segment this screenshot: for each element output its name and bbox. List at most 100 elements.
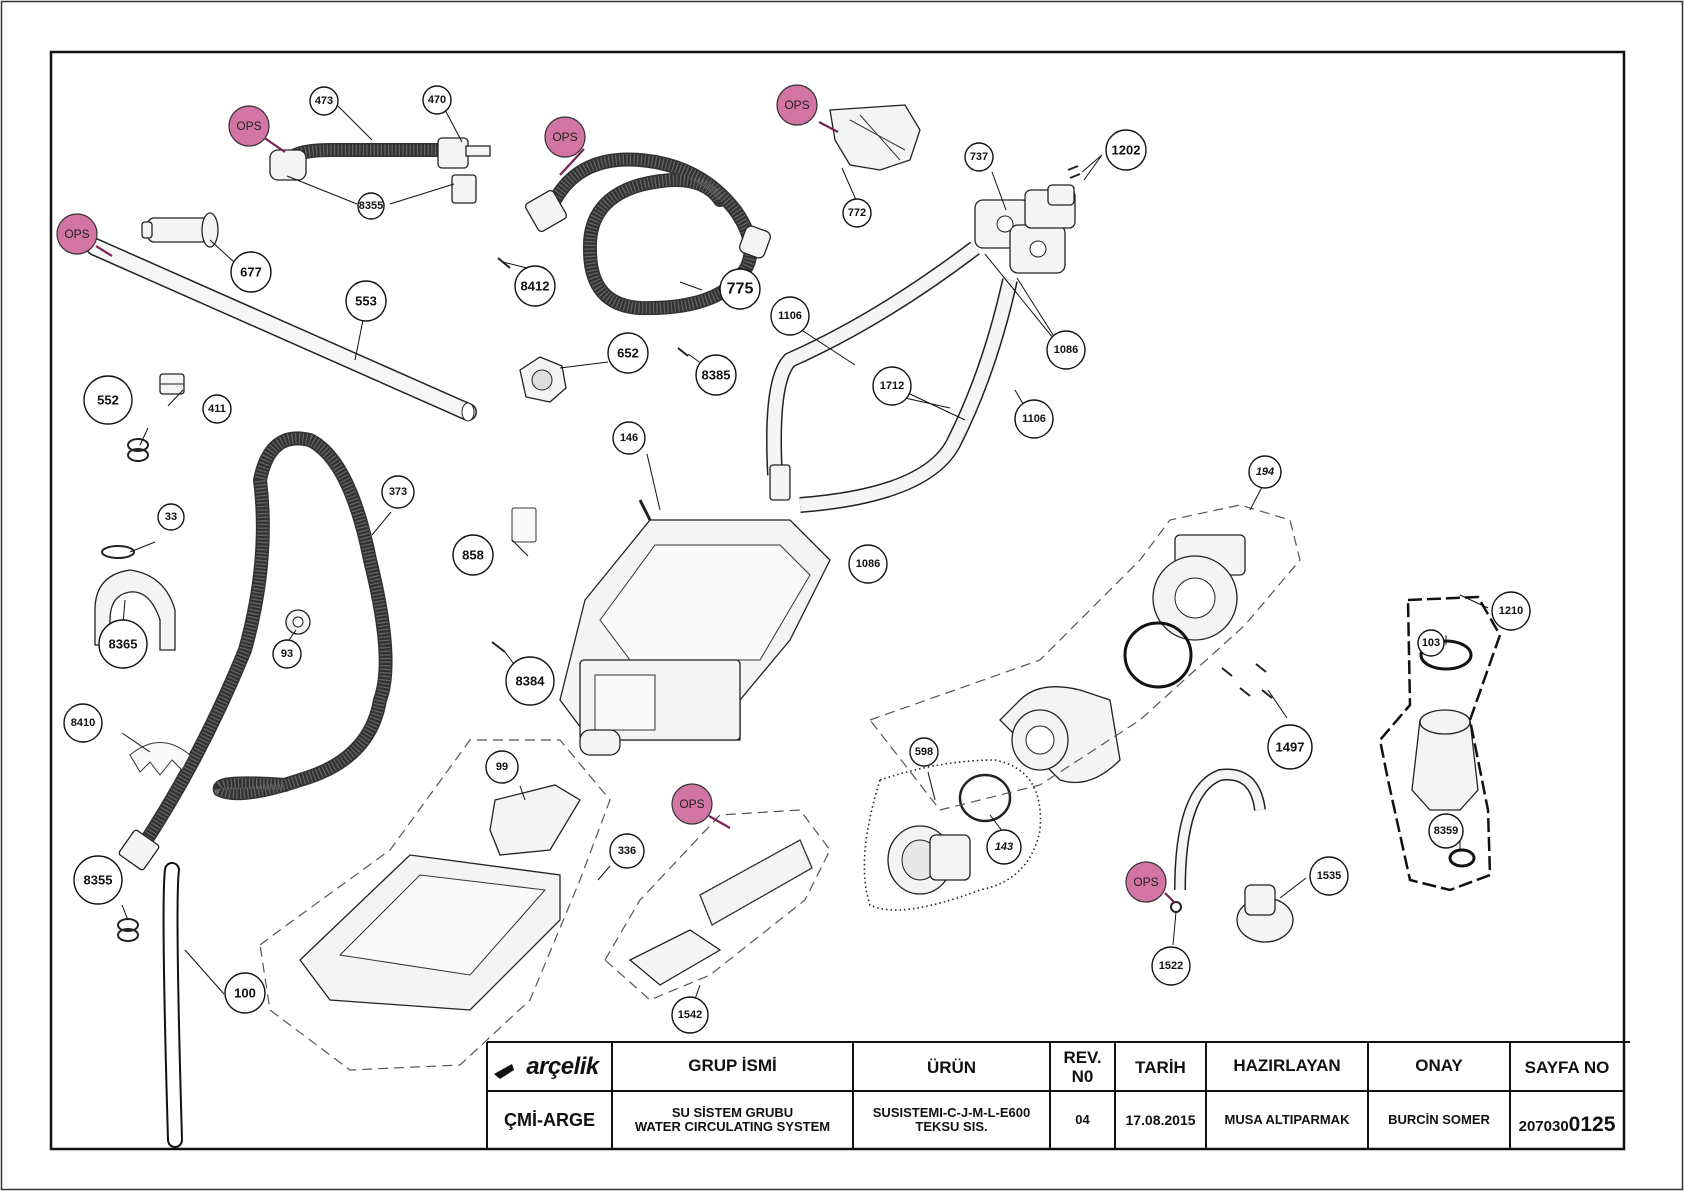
group-194-outline xyxy=(869,504,1301,811)
header-rev-line2: N0 xyxy=(1071,1067,1094,1086)
header-group-name: GRUP İSMİ xyxy=(688,1056,777,1075)
callout-772: 772 xyxy=(842,198,872,228)
group-336-outline xyxy=(259,739,611,1071)
callout-194: 194 xyxy=(1248,455,1282,489)
callout-1522: 1522 xyxy=(1151,946,1191,986)
callout-8384: 8384 xyxy=(505,656,555,706)
product-desc: TEKSU SIS. xyxy=(915,1119,988,1134)
brand-logo-text: arçelik xyxy=(526,1053,599,1080)
callout-1712: 1712 xyxy=(872,366,912,406)
svg-text:8355: 8355 xyxy=(84,873,113,888)
svg-text:552: 552 xyxy=(97,393,119,408)
svg-text:411: 411 xyxy=(208,403,226,415)
svg-text:1106: 1106 xyxy=(778,310,802,322)
svg-text:858: 858 xyxy=(462,548,484,563)
svg-text:1202: 1202 xyxy=(1112,143,1141,158)
part-1106-valve-hoses xyxy=(766,241,1018,513)
callout-652: 652 xyxy=(607,332,649,374)
header-rev-no: REV. N0 xyxy=(1050,1044,1115,1090)
callout-146: 146 xyxy=(612,421,646,455)
callout-8410: 8410 xyxy=(63,703,103,743)
svg-text:652: 652 xyxy=(617,346,639,361)
group-name-tr: SU SİSTEM GRUBU xyxy=(671,1105,794,1120)
ops-badge-553: OPS xyxy=(56,213,98,255)
svg-text:470: 470 xyxy=(428,94,446,106)
callout-103: 103 xyxy=(1417,629,1445,657)
svg-text:194: 194 xyxy=(1256,466,1274,478)
header-page-no: SAYFA NO xyxy=(1524,1058,1610,1077)
callout-858: 858 xyxy=(452,534,494,576)
product-value: SUSISTEMI-C-J-M-L-E600 TEKSU SIS. xyxy=(853,1093,1050,1147)
part-1522-pipe xyxy=(1170,768,1294,943)
title-block-grid xyxy=(486,1041,1630,1149)
header-approval: ONAY xyxy=(1415,1056,1463,1075)
svg-text:1086: 1086 xyxy=(1054,344,1078,356)
svg-text:33: 33 xyxy=(165,511,177,523)
ops-badge-473: OPS xyxy=(228,105,270,147)
svg-text:336: 336 xyxy=(618,845,636,857)
svg-text:OPS: OPS xyxy=(64,227,89,241)
approval-value: BURCİN SOMER xyxy=(1388,1112,1490,1127)
small-pins xyxy=(491,165,1273,699)
rev-value: 04 xyxy=(1075,1112,1090,1127)
svg-text:OPS: OPS xyxy=(236,119,261,133)
callout-99: 99 xyxy=(485,750,519,784)
svg-text:OPS: OPS xyxy=(552,130,577,144)
part-8355-clamp xyxy=(117,918,139,942)
svg-text:737: 737 xyxy=(970,151,988,163)
svg-text:99: 99 xyxy=(496,761,508,773)
page-no-suffix: 0125 xyxy=(1568,1113,1616,1136)
part-552-spring-clamp xyxy=(127,438,149,462)
svg-text:473: 473 xyxy=(315,95,333,107)
svg-text:100: 100 xyxy=(234,986,256,1001)
page-no-prefix: 207030 xyxy=(1518,1118,1569,1135)
svg-text:775: 775 xyxy=(727,281,754,298)
group-1210-outline xyxy=(1378,595,1502,892)
part-373-drain-hose xyxy=(118,431,393,871)
callout-1210: 1210 xyxy=(1491,591,1531,631)
svg-text:8359: 8359 xyxy=(1434,825,1458,837)
part-146-dispenser-housing xyxy=(559,499,831,756)
svg-text:1522: 1522 xyxy=(1159,960,1183,972)
part-411-clip xyxy=(159,373,185,395)
drawing-frame xyxy=(49,50,1626,1151)
header-rev-line1: REV. xyxy=(1063,1048,1102,1067)
callout-552: 552 xyxy=(83,375,133,425)
group-598-outline xyxy=(863,759,1042,911)
ops-badge-772: OPS xyxy=(776,84,818,126)
ops-leader-lines xyxy=(95,121,1176,904)
group-name-value: SU SİSTEM GRUBU WATER CIRCULATING SYSTEM xyxy=(612,1093,853,1147)
part-93-fitting xyxy=(285,609,311,635)
callout-93: 93 xyxy=(272,639,302,669)
callout-100: 100 xyxy=(224,972,266,1014)
svg-text:373: 373 xyxy=(389,486,407,498)
callout-553: 553 xyxy=(345,280,387,322)
ops-badge-775: OPS xyxy=(544,116,586,158)
callout-8385: 8385 xyxy=(695,354,737,396)
svg-text:8355: 8355 xyxy=(359,200,383,212)
part-775-inlet-hose xyxy=(524,152,771,316)
part-772-bracket xyxy=(829,104,921,171)
svg-text:8412: 8412 xyxy=(521,279,550,294)
svg-text:1106: 1106 xyxy=(1022,413,1046,425)
svg-text:1712: 1712 xyxy=(880,380,904,392)
callout-1542: 1542 xyxy=(671,996,709,1034)
callout-1106-top: 1106 xyxy=(770,296,810,336)
callout-1202: 1202 xyxy=(1105,129,1147,171)
part-194-drain-pump xyxy=(999,534,1246,784)
part-677-plug xyxy=(141,212,219,248)
part-473-elbow-hose xyxy=(269,137,491,204)
svg-text:8385: 8385 xyxy=(702,368,731,383)
group-name-en: WATER CIRCULATING SYSTEM xyxy=(634,1119,831,1134)
callout-1086-bottom: 1086 xyxy=(848,544,888,584)
svg-text:1210: 1210 xyxy=(1499,605,1523,617)
svg-text:103: 103 xyxy=(1422,637,1440,649)
group-1542-outline xyxy=(604,809,831,1001)
svg-text:8365: 8365 xyxy=(109,637,138,652)
header-product: ÜRÜN xyxy=(926,1058,977,1077)
callout-8412: 8412 xyxy=(514,265,556,307)
callout-1086-top: 1086 xyxy=(1046,330,1086,370)
prepared-by-value: MUSA ALTIPARMAK xyxy=(1224,1112,1350,1127)
svg-text:8384: 8384 xyxy=(516,674,546,689)
